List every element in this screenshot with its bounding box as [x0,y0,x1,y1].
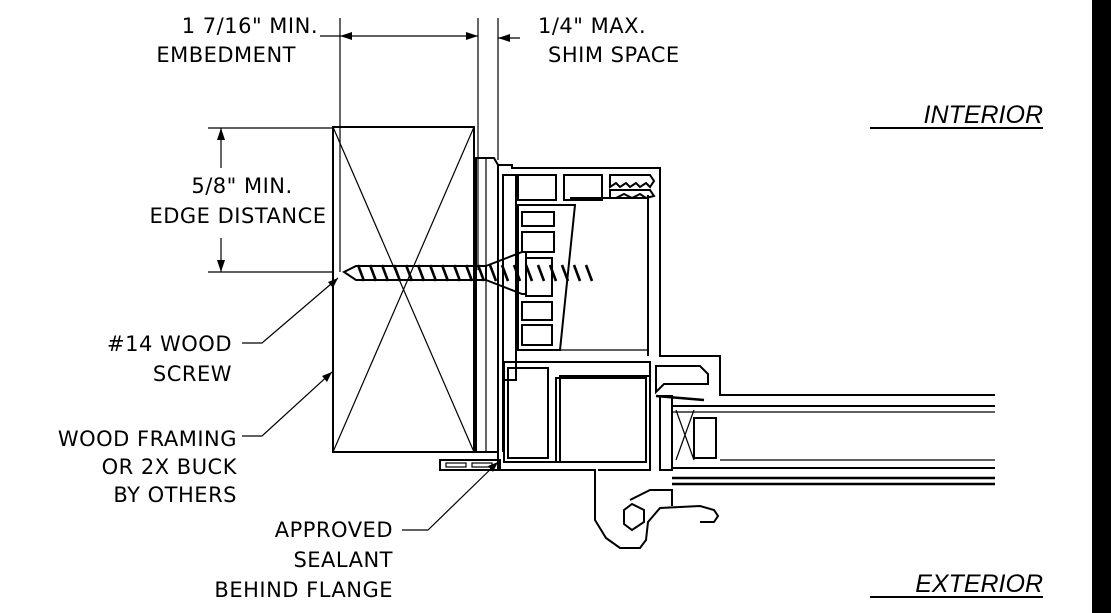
glazing-stop [655,365,709,395]
leader-lines [242,277,499,531]
glazing-tape [655,394,705,402]
shim-label-line2: SHIM SPACE [548,43,680,67]
mounting-flange [439,459,501,471]
side-labels: INTERIOR EXTERIOR [870,101,1043,598]
frame-outer-top [498,164,995,396]
flange [439,459,501,471]
embedment-label-line2: EMBEDMENT [156,43,296,67]
wood-screw [342,251,594,295]
screw-leader-arrow [328,278,338,288]
glazing-bead [659,395,673,471]
sill-chamber-2 [555,377,647,463]
small-chamber-3 [521,301,553,321]
chamber-1 [517,174,557,201]
shim-arrowhead [498,34,510,42]
framing-label-line1: WOOD FRAMING [58,427,237,451]
screw-leader [242,277,339,344]
screw-shank [342,265,487,281]
sill-chamber-1 [507,367,549,459]
flange-slot-1 [445,462,467,468]
embedment-note: 1 7/16" MIN. EMBEDMENT [156,14,318,67]
insulated-glass-unit [623,405,995,532]
embedment-label-line1: 1 7/16" MIN. [182,14,318,38]
framing-leader-arrow [322,372,332,382]
edge-distance-dimension [208,127,332,273]
framing-leader [242,371,333,437]
glazing-gasket [623,502,645,532]
edge-distance-label-line1: 5/8" MIN. [191,174,292,198]
glass-spacer [693,417,717,459]
sealant-leader [402,461,499,531]
shim-note: 1/4" MAX. SHIM SPACE [538,14,680,67]
embedment-dimension [320,18,520,272]
sealant-label-line2: SEALANT [293,548,393,572]
screw-boss [525,257,553,297]
exterior-label: EXTERIOR [915,570,1043,598]
edge-distance-note: 5/8" MIN. EDGE DISTANCE [149,174,326,228]
small-chamber-1 [521,211,555,227]
sealant-leader-arrow [488,462,498,472]
frame-outer-bottom [497,452,720,549]
small-chamber-4 [521,324,553,346]
small-chamber-2 [521,231,555,253]
exterior-glazing-leg [629,489,673,506]
edge-distance-label-line2: EDGE DISTANCE [149,204,326,228]
wood-block-diagonal-2 [332,126,475,453]
weatherstrip-top [609,174,656,189]
sheet-border [1092,0,1111,613]
shim [475,157,499,453]
framing-note: WOOD FRAMING OR 2X BUCK BY OTHERS [58,427,238,507]
wood-framing-block [332,126,475,453]
framing-label-line3: BY OTHERS [113,483,237,507]
sealant-label-line3: BEHIND FLANGE [214,578,393,602]
frame-web-left [502,174,517,452]
wood-block-outline [332,126,475,453]
sill-wall [598,376,651,471]
sill-outer [503,361,651,463]
framing-label-line2: OR 2X BUCK [102,455,238,479]
screw-note: #14 WOOD SCREW [107,332,232,386]
sealant-note: APPROVED SEALANT BEHIND FLANGE [214,518,393,602]
chamber-2 [563,174,603,201]
screw-label-line2: SCREW [153,362,232,386]
window-frame-extrusion [497,164,995,549]
glass-setting-block [675,409,695,461]
interior-label: INTERIOR [924,101,1043,129]
sealant-label-line1: APPROVED [275,518,393,542]
screw-label-line1: #14 WOOD [107,332,232,356]
shim-label-line1: 1/4" MAX. [538,14,646,38]
